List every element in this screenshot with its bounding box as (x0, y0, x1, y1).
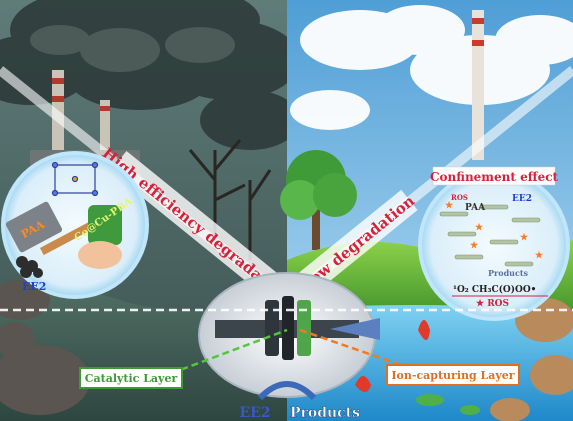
catalytic-layer-label: Catalytic Layer (85, 372, 178, 385)
central-reactor (0, 272, 573, 401)
svg-text:★: ★ (470, 240, 479, 251)
dead-trees (188, 139, 272, 260)
bottom-left-label: EE2 (239, 405, 270, 421)
svg-text:★: ★ (445, 200, 454, 211)
detail-ros-bottom: ★ ROS (476, 298, 509, 309)
detail-ros-top: ROS (451, 193, 468, 202)
left-circle-panel: PAA Co@Cu-PBA EE2 (1, 151, 149, 299)
ion-layer-tag: Ion-capturing Layer (386, 364, 520, 386)
flow-arrow-icon (257, 381, 317, 401)
green-trees (280, 150, 357, 250)
lily-pads (416, 394, 480, 415)
ion-layer-label: Ion-capturing Layer (391, 369, 514, 382)
pollutant-clump-icon (16, 256, 43, 278)
svg-text:★: ★ (520, 232, 529, 243)
clean-chimney (472, 10, 484, 160)
detail-ee2: EE2 (512, 194, 532, 204)
catalytic-layer-tag: Catalytic Layer (79, 367, 183, 389)
bottom-right-label: Products (290, 405, 360, 421)
svg-text:★: ★ (535, 250, 544, 261)
red-plants (355, 320, 430, 392)
confinement-title: Confinement effect (430, 170, 559, 184)
detail-products: Products (488, 268, 529, 278)
svg-text:★: ★ (475, 222, 484, 233)
ros-stars: ★ ★ ★ ★ ★ (445, 200, 544, 261)
right-circle-panel: Confinement effect ★ ★ ★ ★ ★ ROS PAA EE2… (418, 166, 570, 321)
pollutant-label: EE2 (22, 280, 46, 293)
confinement-channels (439, 204, 541, 267)
detail-species: ¹O₂ CH₃C(O)OO• (453, 284, 536, 295)
detail-paa: PAA (465, 203, 486, 213)
crystal-lattice-icon (51, 161, 99, 197)
rocks (0, 280, 90, 415)
